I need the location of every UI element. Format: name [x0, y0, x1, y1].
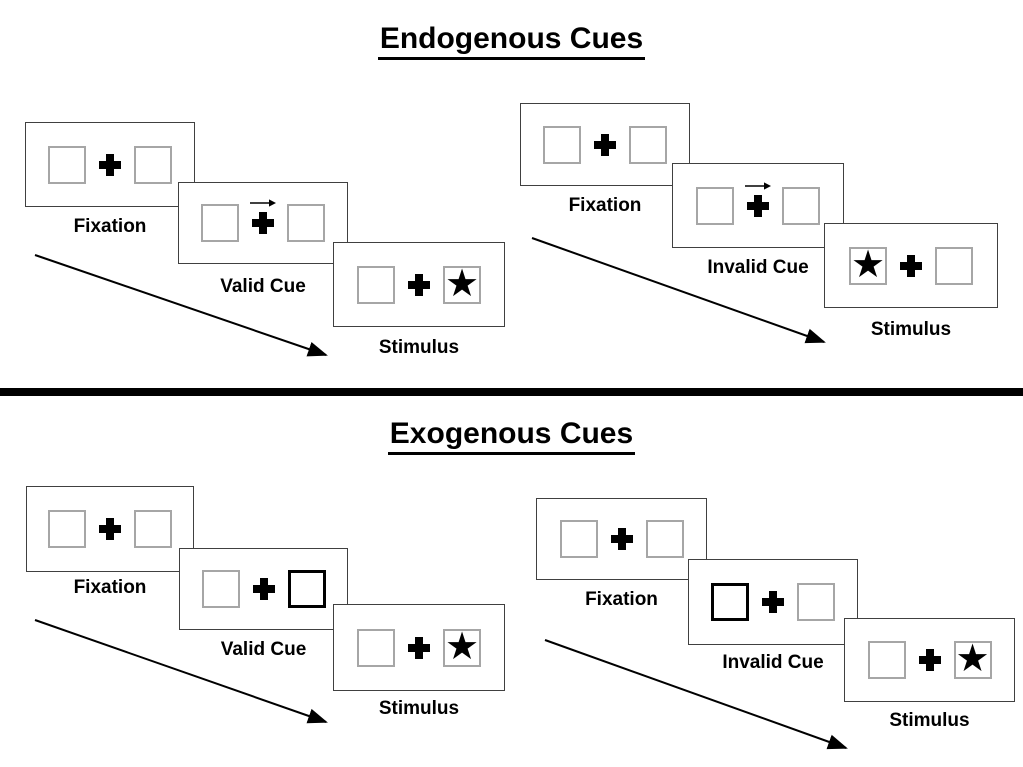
time-arrow-endogenous-valid [34, 254, 328, 357]
invalid-cue-card [672, 163, 844, 248]
card-label: Stimulus [870, 319, 952, 340]
card-label: Fixation [585, 589, 658, 610]
card-label: Valid Cue [220, 276, 306, 297]
left-box [201, 204, 239, 242]
left-box [357, 265, 395, 304]
fixation-cross-icon [762, 591, 784, 613]
card-label: Invalid Cue [722, 652, 824, 673]
fixation-card [25, 122, 195, 207]
valid-cue-card [178, 182, 348, 264]
star-icon: ★ [955, 638, 990, 680]
section-title-endogenous: Endogenous Cues [0, 22, 1023, 60]
right-box [134, 145, 172, 184]
fixation-cross-icon [900, 255, 922, 277]
card-label: Stimulus [378, 337, 460, 358]
right-box [782, 186, 820, 225]
valid-cue-card [179, 548, 348, 630]
left-box: ★ [849, 243, 887, 286]
right-box [287, 204, 325, 242]
right-box: ★ [443, 625, 481, 668]
stimulus-card: ★ [844, 618, 1015, 702]
left-box [543, 125, 581, 164]
time-arrow-exogenous-valid [34, 619, 328, 724]
fixation-cross-icon [99, 518, 121, 540]
right-box [629, 125, 667, 164]
central-cue [250, 199, 276, 234]
left-box-cue-highlight [711, 583, 749, 621]
left-box [559, 520, 598, 558]
left-box [867, 641, 906, 679]
section-title-exogenous-text: Exogenous Cues [387, 417, 636, 455]
left-box [48, 145, 86, 184]
star-icon: ★ [850, 243, 886, 286]
fixation-cross-icon [253, 578, 275, 600]
card-label: Stimulus [889, 710, 970, 731]
fixation-cross-icon [99, 154, 121, 176]
right-arrow-icon [745, 181, 771, 190]
fixation-cross-icon [252, 212, 274, 234]
invalid-cue-card [688, 559, 858, 645]
fixation-card [520, 103, 690, 186]
left-box [357, 628, 395, 667]
central-cue [745, 181, 771, 217]
right-box: ★ [443, 262, 481, 305]
star-icon: ★ [444, 262, 480, 305]
card-label: Fixation [73, 216, 147, 237]
stimulus-card: ★ [824, 223, 998, 308]
fixation-card [536, 498, 707, 580]
left-box [696, 186, 734, 225]
fixation-cross-icon [408, 274, 430, 296]
fixation-card [26, 486, 194, 572]
left-box [48, 510, 86, 548]
section-title-exogenous: Exogenous Cues [0, 417, 1023, 455]
section-divider [0, 388, 1023, 396]
right-box [645, 520, 684, 558]
left-box [201, 570, 240, 608]
right-box [797, 583, 835, 621]
card-label: Valid Cue [220, 639, 307, 660]
fixation-cross-icon [747, 195, 769, 217]
card-label: Fixation [73, 577, 147, 598]
right-arrow-icon [250, 199, 276, 207]
right-box: ★ [953, 638, 992, 680]
card-label: Stimulus [378, 698, 460, 719]
card-label: Invalid Cue [707, 257, 809, 278]
fixation-cross-icon [594, 134, 616, 156]
section-title-endogenous-text: Endogenous Cues [377, 22, 646, 60]
right-box [935, 246, 973, 285]
right-box [134, 510, 172, 548]
stimulus-card: ★ [333, 242, 505, 327]
fixation-cross-icon [408, 637, 430, 659]
card-label: Fixation [568, 195, 642, 216]
time-arrow-endogenous-invalid [531, 237, 826, 344]
fixation-cross-icon [919, 649, 941, 671]
star-icon: ★ [444, 625, 480, 668]
fixation-cross-icon [611, 528, 633, 550]
stimulus-card: ★ [333, 604, 505, 691]
right-box-cue-highlight [287, 570, 326, 608]
